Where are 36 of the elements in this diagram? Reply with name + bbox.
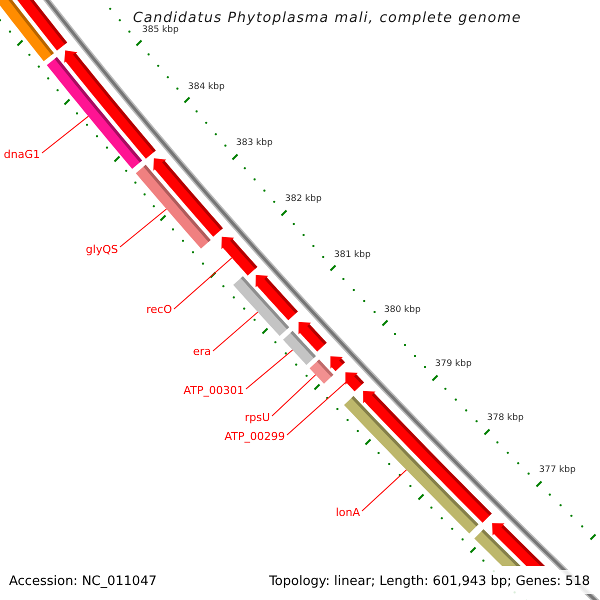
gene-label: era (192, 345, 211, 358)
gene-bar (46, 57, 142, 169)
gene-label: glyQS (86, 243, 118, 256)
leader-line (272, 374, 316, 416)
gene-label: ATP_00301 (183, 384, 244, 397)
gene-label: ATP_00299 (224, 430, 285, 443)
scale-label: 379 kbp (435, 359, 472, 370)
leader-line (120, 208, 167, 248)
scale-label: 381 kbp (334, 250, 371, 261)
cds-block (221, 236, 258, 276)
cds-block (298, 322, 327, 352)
cds-block (345, 372, 364, 392)
gene-bar (136, 164, 211, 249)
leader-line (362, 469, 407, 512)
gene-label: dnaG1 (4, 148, 40, 161)
gene-label: rpsU (244, 411, 270, 424)
leader-line (286, 382, 346, 436)
leader-line (174, 257, 232, 310)
gene-bar (474, 529, 521, 566)
scale-label: 382 kbp (285, 194, 322, 205)
gene-bar (310, 360, 334, 384)
scale-label: 380 kbp (384, 305, 421, 316)
cds-block (256, 274, 298, 320)
gene-label: recO (146, 303, 172, 316)
title: Candidatus Phytoplasma mali, complete genome (133, 9, 522, 26)
leader-line (212, 312, 258, 352)
accession-label: Accession: NC_011047 (9, 574, 157, 590)
scale-label: 383 kbp (236, 138, 273, 149)
scale-label: 377 kbp (539, 465, 576, 476)
gene-bar (0, 0, 54, 62)
cds-block (330, 356, 345, 372)
leader-line (42, 116, 89, 154)
scale-label: 384 kbp (188, 82, 225, 93)
scale-label: 378 kbp (487, 413, 524, 424)
gene-label: lonA (336, 506, 360, 519)
scale-label: 385 kbp (142, 25, 179, 36)
